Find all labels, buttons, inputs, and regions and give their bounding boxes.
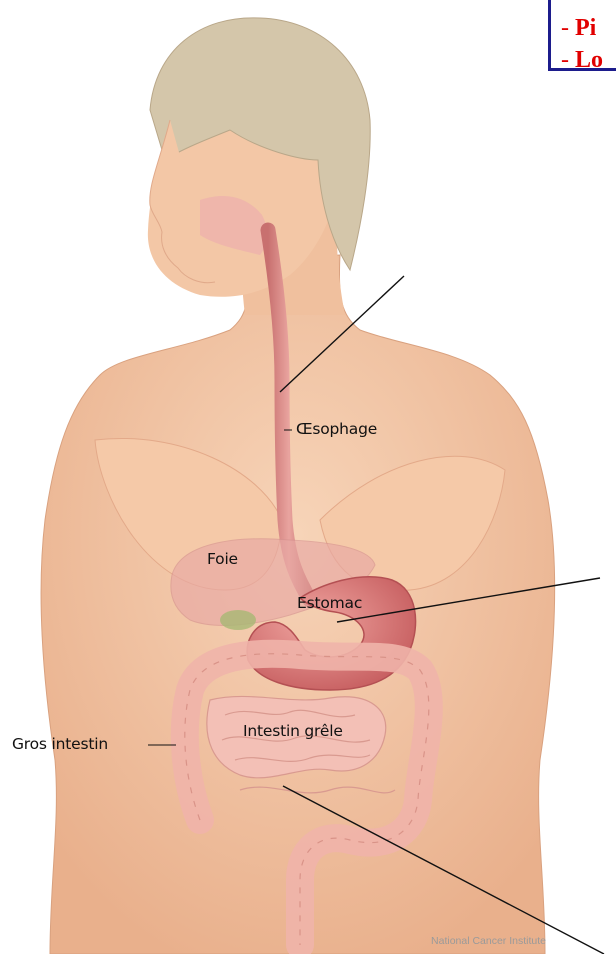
label-small-intestine: Intestin grêle	[243, 722, 343, 740]
label-liver: Foie	[207, 550, 238, 568]
symptom-item: -Pi	[561, 12, 616, 44]
label-stomach: Estomac	[297, 594, 362, 612]
gallbladder	[220, 610, 256, 630]
image-credit: National Cancer Institute	[431, 935, 546, 947]
label-large-intestine: Gros intestin	[12, 735, 108, 753]
symptom-list-box: -Pi -Lo -C -St -Sy -≥	[548, 0, 616, 71]
label-esophagus: Œsophage	[296, 420, 377, 438]
symptom-item: -Lo	[561, 44, 616, 71]
